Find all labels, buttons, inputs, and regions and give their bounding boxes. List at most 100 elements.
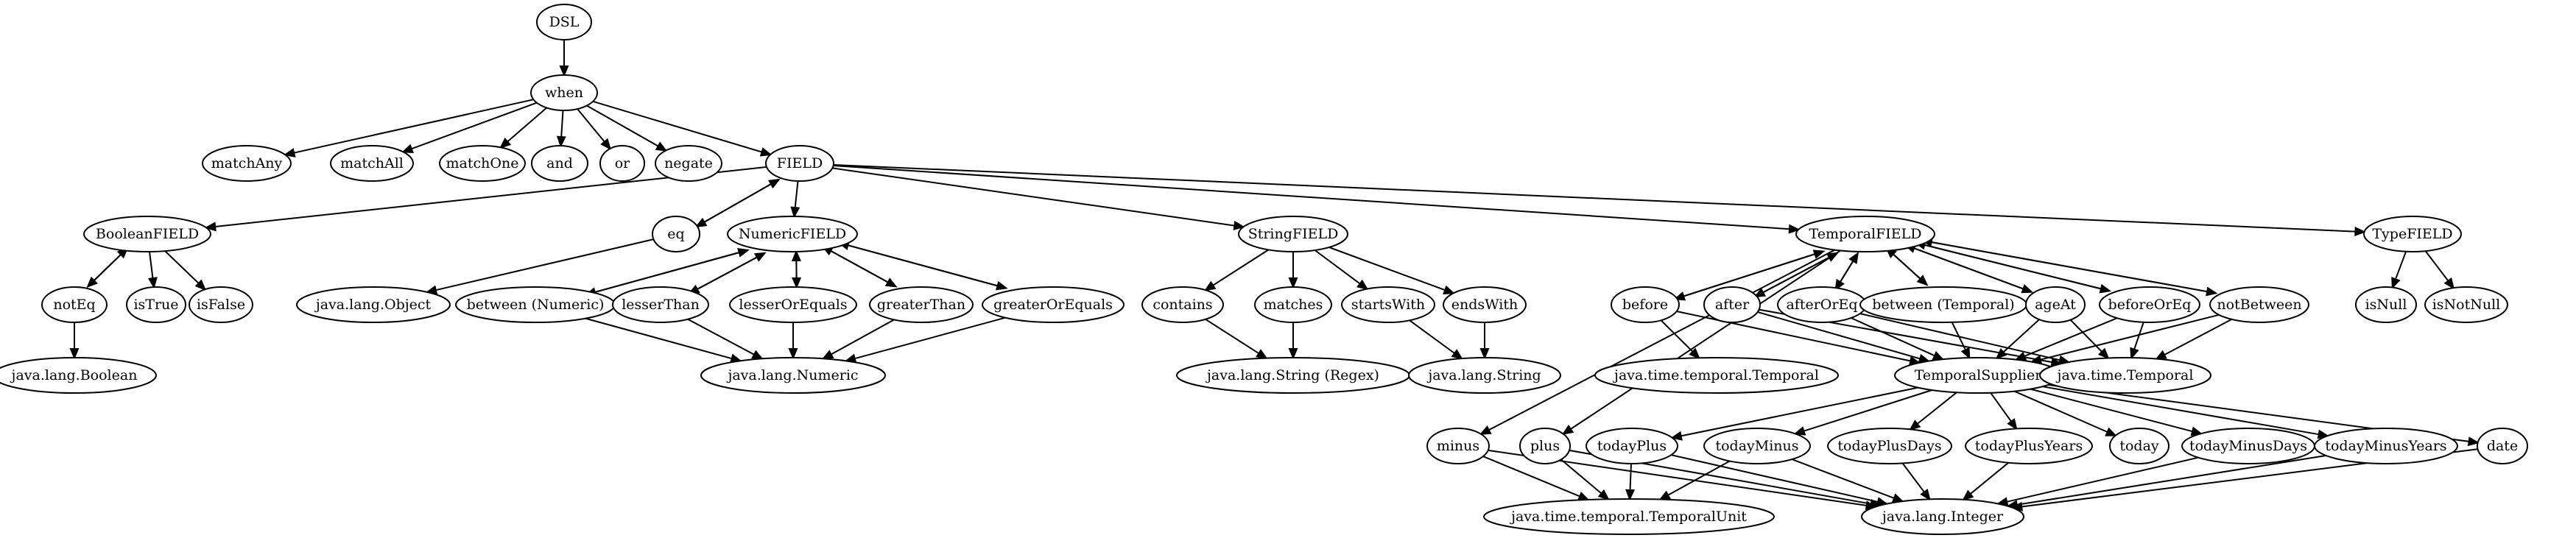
edge-matches-to-java-lang-string-regex xyxy=(1288,322,1298,360)
arrowhead-icon xyxy=(147,277,158,289)
node-java-lang-integer: java.lang.Integer xyxy=(1861,498,2024,535)
edge-field-to-numeric-field xyxy=(790,180,800,219)
node-ellipse xyxy=(727,216,858,252)
edge-before-or-eq-to-temporal-field xyxy=(1913,240,2110,292)
node-ellipse xyxy=(530,74,598,111)
edge-line xyxy=(2133,322,2144,350)
edge-before-to-java-time-temporal-temporal xyxy=(1660,319,1700,360)
node-ellipse xyxy=(655,145,722,182)
edge-type-field-to-is-null xyxy=(2391,251,2407,290)
edge-when-to-match-one xyxy=(499,107,548,149)
edge-line xyxy=(1671,454,1879,503)
node-is-false: isFalse xyxy=(189,286,253,323)
node-today-minus: todayMinus xyxy=(1703,428,1811,464)
edge-today-plus-days-to-java-lang-integer xyxy=(1901,462,1931,501)
node-ends-with: endsWith xyxy=(1443,286,1527,323)
node-ellipse xyxy=(126,286,186,323)
edge-temporal-supplier-to-today-plus-years xyxy=(1990,392,2018,431)
node-ellipse xyxy=(2025,286,2086,323)
edge-between-numeric-to-numeric-field xyxy=(585,248,750,296)
edge-line xyxy=(1667,460,1731,496)
node-ellipse xyxy=(189,286,253,323)
node-is-not-null: isNotNull xyxy=(2424,286,2508,323)
edge-line xyxy=(854,316,1006,360)
node-label: negate xyxy=(664,155,713,171)
arrowhead-icon xyxy=(1920,489,1931,501)
edge-when-to-field xyxy=(592,100,773,157)
node-label: java.lang.Object xyxy=(314,297,432,313)
edge-between-numeric-to-java-lang-numeric xyxy=(585,317,742,364)
arrowhead-icon xyxy=(2155,350,2167,360)
node-label: ageAt xyxy=(2035,297,2076,313)
edge-line xyxy=(411,102,538,150)
arrowhead-icon xyxy=(1891,493,1904,503)
node-negate: negate xyxy=(655,145,722,182)
node-after-or-eq: afterOrEq xyxy=(1777,286,1867,323)
arrowhead-icon xyxy=(791,249,801,262)
arrowhead-icon xyxy=(1356,279,1369,291)
node-contains: contains xyxy=(1141,286,1224,323)
node-ellipse xyxy=(296,286,451,323)
node-ellipse xyxy=(2477,428,2528,464)
arrowhead-icon xyxy=(1597,489,1610,500)
node-ellipse xyxy=(1238,216,1348,252)
node-label: or xyxy=(615,155,630,171)
edge-greater-than-to-numeric-field xyxy=(821,245,896,288)
node-between-numeric: between (Numeric) xyxy=(455,286,616,323)
node-label: notBetween xyxy=(2217,297,2301,313)
node-label: endsWith xyxy=(1451,297,1518,313)
node-label: before xyxy=(1622,297,1668,313)
edge-line xyxy=(1409,319,1455,354)
node-label: afterOrEq xyxy=(1786,297,1857,313)
node-ellipse xyxy=(1594,357,1839,394)
node-label: java.lang.String xyxy=(1426,367,1541,383)
edge-line xyxy=(1570,249,1841,430)
node-label: between (Temporal) xyxy=(1872,297,2014,313)
node-label: date xyxy=(2487,438,2518,454)
node-ellipse xyxy=(536,4,592,40)
edge-after-or-eq-to-temporal-supplier xyxy=(1851,317,1945,361)
node-label: isTrue xyxy=(133,297,178,313)
node-match-all: matchAll xyxy=(330,145,414,182)
node-label: lesserThan xyxy=(622,297,700,313)
edge-today-minus-to-java-time-temporal-temporal-unit xyxy=(1658,460,1731,500)
edge-line xyxy=(689,256,758,294)
node-label: java.time.temporal.TemporalUnit xyxy=(1510,509,1747,525)
node-label: contains xyxy=(1152,297,1212,313)
node-ellipse xyxy=(2109,428,2169,464)
edge-line xyxy=(577,108,605,143)
edge-line xyxy=(1315,249,1361,285)
edge-contains-to-java-lang-string-regex xyxy=(1205,318,1268,359)
edge-temporal-supplier-to-today-minus-years xyxy=(2042,386,2330,439)
node-ellipse xyxy=(41,286,108,323)
edge-line xyxy=(1488,249,1836,431)
node-today-minus-days: todayMinusDays xyxy=(2181,428,2315,464)
edge-string-field-to-ends-with xyxy=(1329,247,1456,294)
edge-line xyxy=(794,180,799,208)
arrowhead-icon xyxy=(600,138,612,151)
node-ellipse xyxy=(439,145,526,182)
edge-line xyxy=(560,110,564,138)
arrowhead-icon xyxy=(788,348,798,360)
node-today-plus: todayPlus xyxy=(1586,428,1678,464)
node-or: or xyxy=(599,145,645,182)
arrowhead-icon xyxy=(2130,347,2139,360)
node-ellipse xyxy=(0,357,157,394)
edge-line xyxy=(830,250,896,288)
node-eq: eq xyxy=(652,216,700,252)
arrowhead-icon xyxy=(499,137,512,149)
node-label: minus xyxy=(1437,438,1479,454)
arrowhead-icon xyxy=(1561,425,1574,436)
node-ellipse xyxy=(1426,428,1490,464)
node-ellipse xyxy=(1586,428,1678,464)
edge-not-eq-to-java-lang-boolean xyxy=(69,322,80,360)
edge-boolean-field-to-is-true xyxy=(147,251,158,289)
edge-line xyxy=(832,167,1235,227)
edge-line xyxy=(1969,461,2009,495)
edge-when-to-or xyxy=(577,108,612,151)
node-java-time-temporal-temporal: java.time.temporal.Temporal xyxy=(1594,357,1839,394)
node-match-any: matchAny xyxy=(202,145,292,182)
edge-plus-to-java-time-temporal-temporal-unit xyxy=(1560,459,1610,500)
